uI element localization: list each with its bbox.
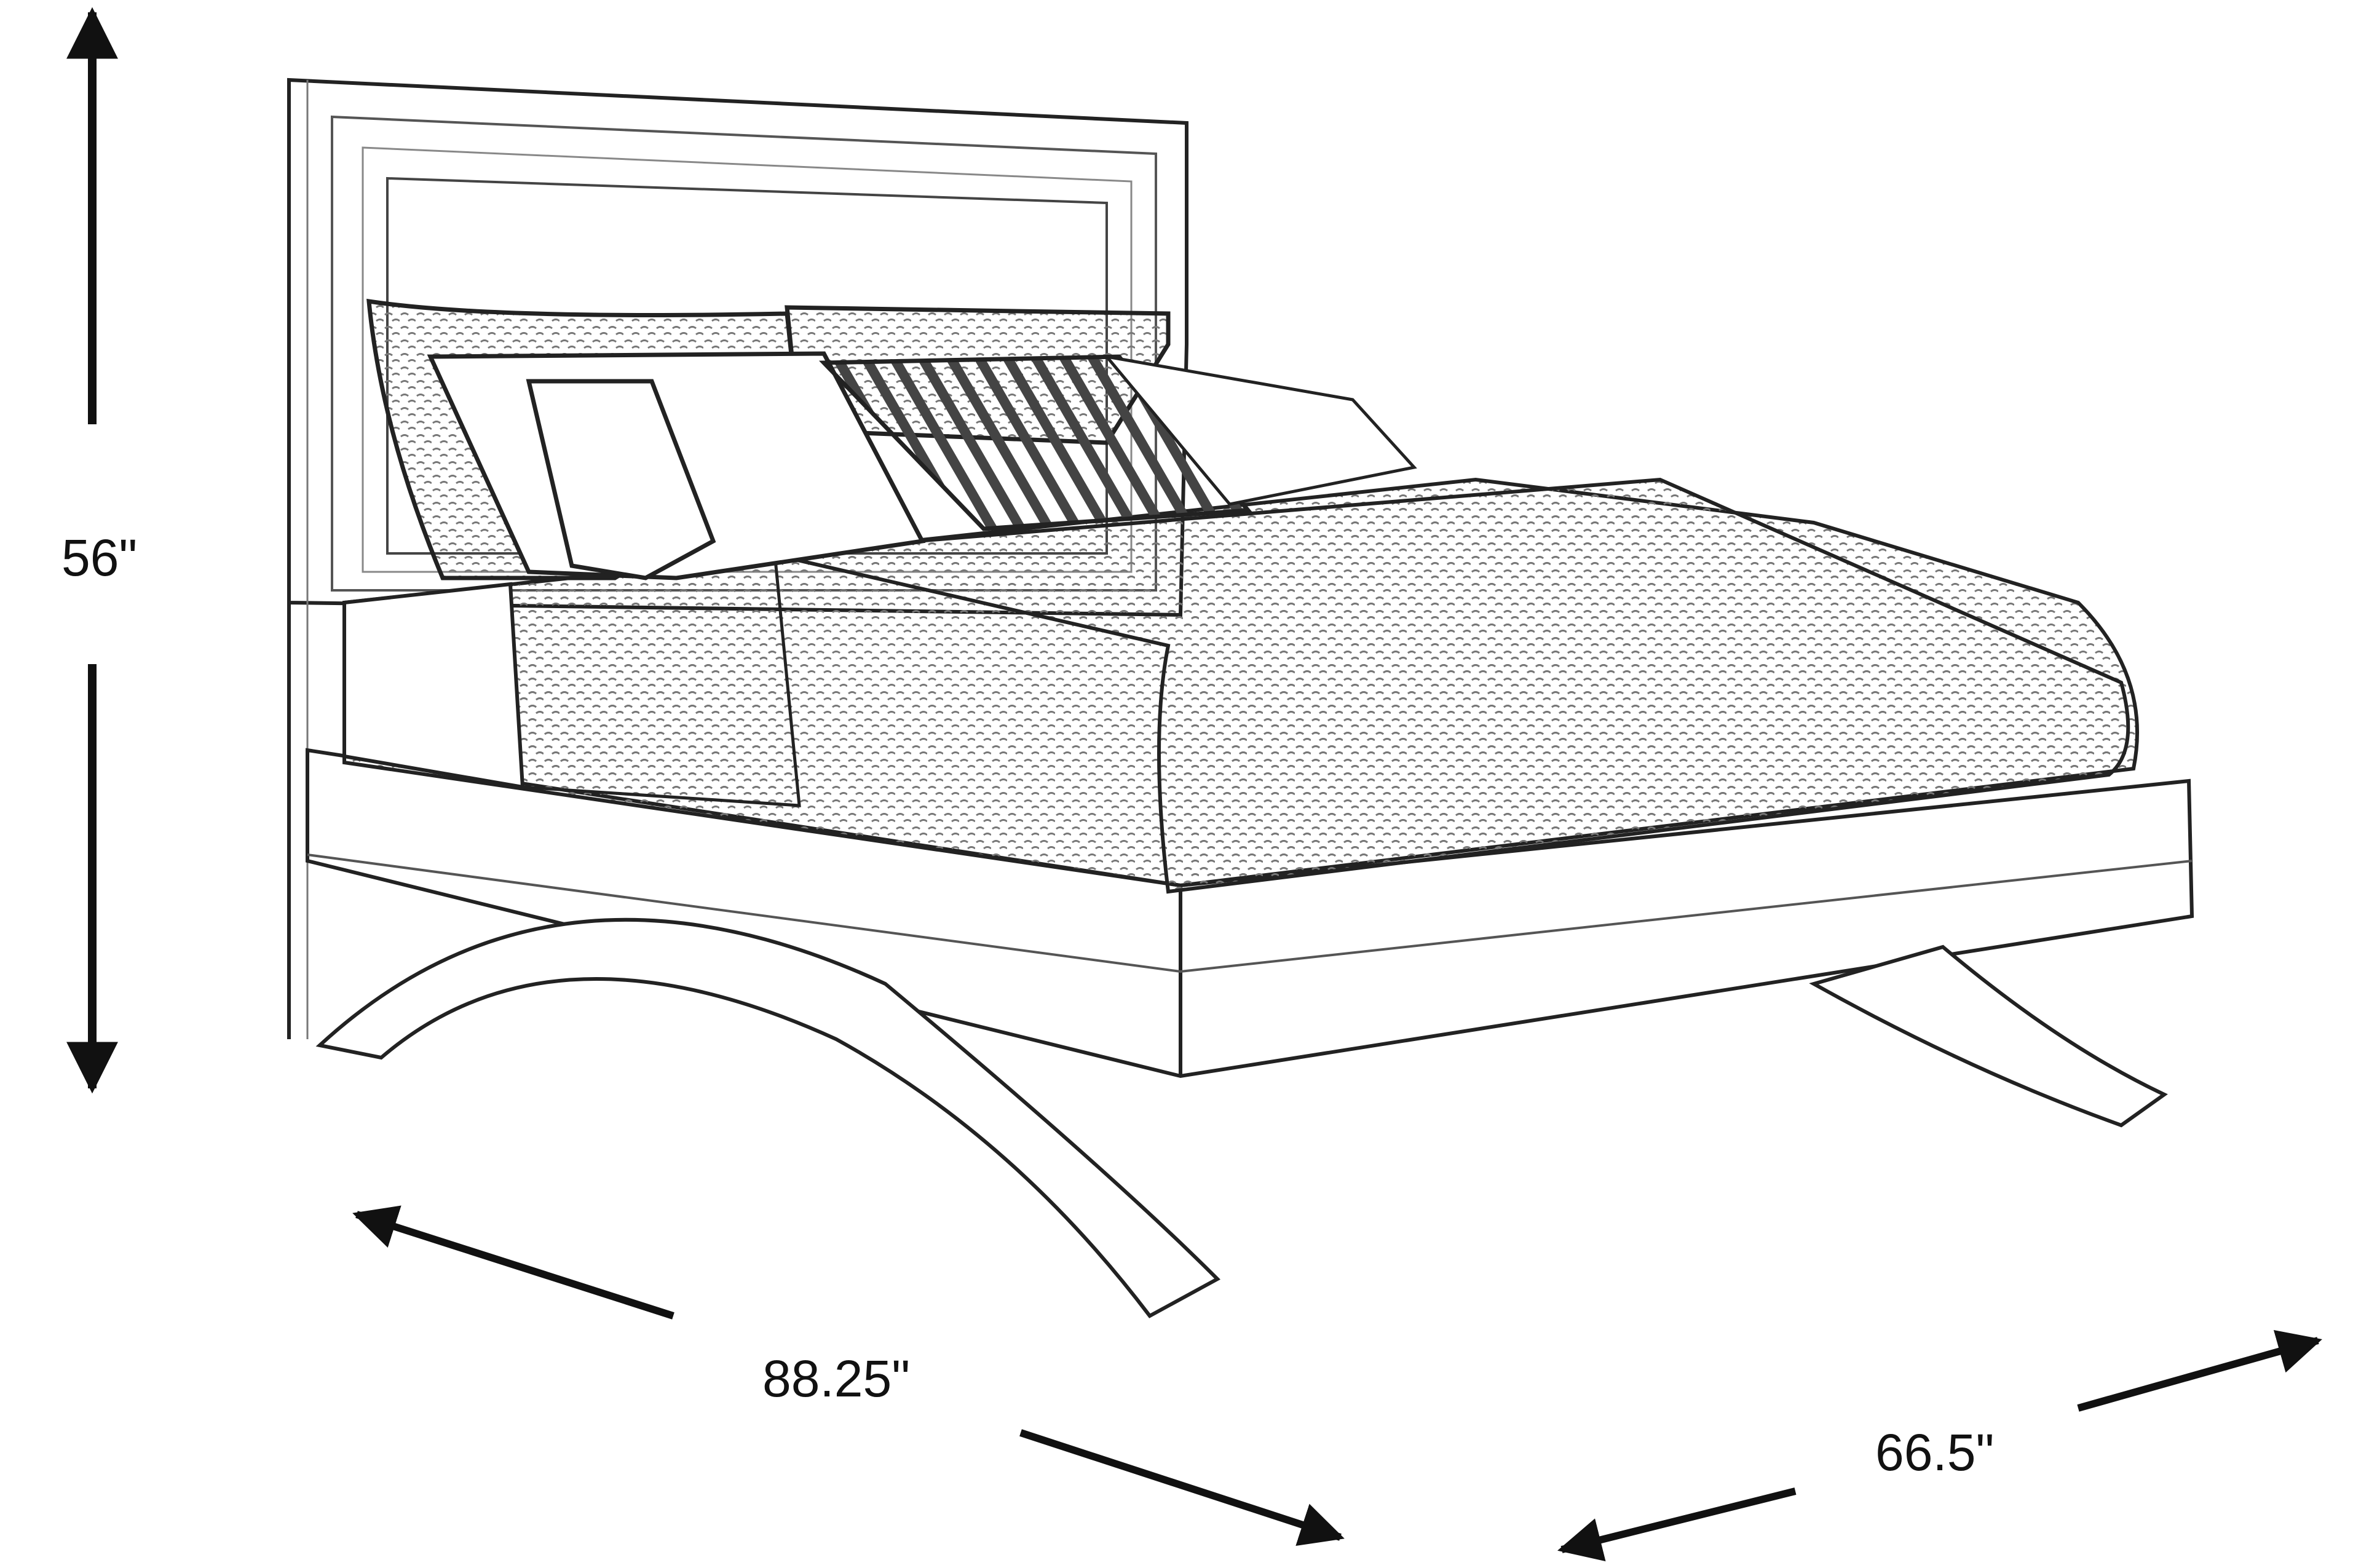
width-dimension-label: 66.5" bbox=[1875, 1423, 1995, 1481]
bed-legs bbox=[315, 917, 2168, 1318]
pillows bbox=[366, 298, 1417, 580]
length-dimension-arrow bbox=[352, 1205, 1345, 1546]
width-dimension-arrow bbox=[1557, 1329, 2322, 1562]
mattress bbox=[342, 477, 2139, 894]
height-dimension-label: 56" bbox=[61, 529, 138, 587]
length-dimension-label: 88.25" bbox=[762, 1350, 911, 1408]
